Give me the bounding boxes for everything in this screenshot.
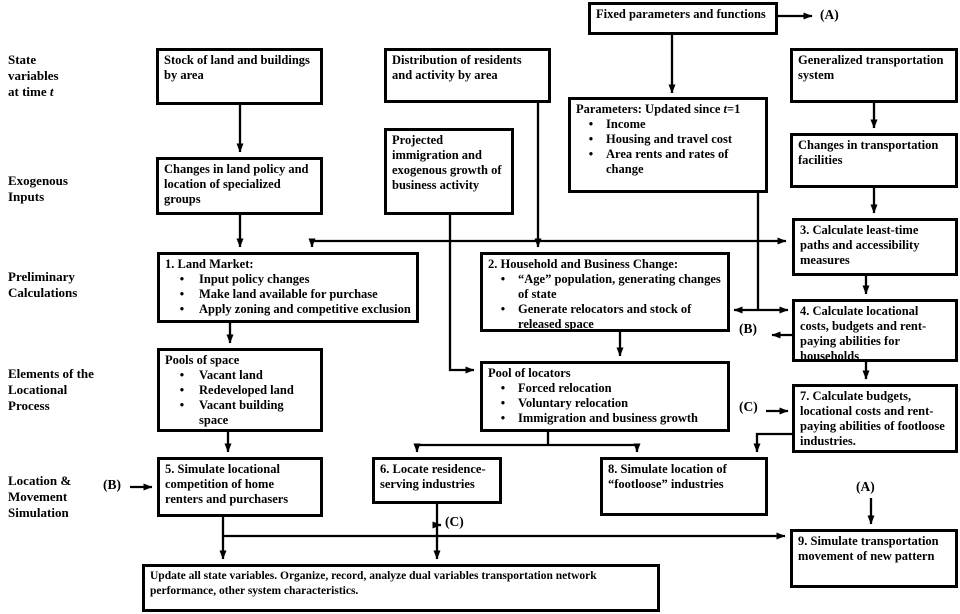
flow-box-4-locational-costs: 4. Calculate locational costs, budgets a… (792, 299, 958, 362)
bullet-item: •“Age” population, generating changes of… (488, 272, 722, 302)
bullet-dot: • (588, 132, 594, 146)
bullet-item: •Redeveloped land (165, 383, 315, 398)
flow-box-changes-land-policy: Changes in land policy and location of s… (156, 157, 323, 215)
bullet-dot: • (179, 287, 185, 301)
box-title: 6. Locate residence-serving industries (380, 462, 486, 491)
flow-box-pool-of-locators: Pool of locators •Forced relocation •Vol… (480, 361, 730, 432)
bullet-dot: • (179, 272, 185, 286)
flow-box-2-household-business-change: 2. Household and Business Change: •“Age”… (480, 252, 730, 332)
flow-box-8-footloose-location: 8. Simulate location of “footloose” indu… (600, 457, 768, 516)
flow-box-parameters-updated: Parameters: Updated since t=1 •Income •H… (568, 97, 768, 193)
box-title: Pool of locators (488, 366, 571, 380)
flow-box-fixed-parameters: Fixed parameters and functions (588, 2, 778, 35)
bullet-dot: • (179, 398, 185, 412)
flow-box-update-state-variables: Update all state variables. Organize, re… (142, 564, 660, 612)
flow-box-9-simulate-transportation: 9. Simulate transportation movement of n… (790, 529, 958, 588)
flow-box-generalized-transportation: Generalized transportation system (790, 48, 958, 103)
box-title: Stock of land and buildings by area (164, 53, 310, 82)
bullet-item: •Voluntary relocation (488, 396, 722, 411)
flow-box-distribution-residents: Distribution of residents and activity b… (384, 48, 551, 103)
bullet-dot: • (588, 117, 594, 131)
box-title: 8. Simulate location of “footloose” indu… (608, 462, 727, 491)
connector-label-a-top: (A) (820, 7, 839, 22)
row-label-elements-locational-process: Elements of the Locational Process (8, 366, 94, 413)
connector-label-b-left: (B) (103, 477, 121, 492)
box-title: Distribution of residents and activity b… (392, 53, 522, 82)
box-title: Changes in land policy and location of s… (164, 162, 309, 206)
box-title: 2. Household and Business Change: (488, 257, 678, 271)
bullet-item: •Make land available for purchase (165, 287, 411, 302)
box-title: Update all state variables. Organize, re… (150, 570, 597, 597)
bullet-item: •Immigration and business growth (488, 411, 722, 426)
box-title: 1. Land Market: (165, 257, 254, 271)
box-title: Fixed parameters and functions (596, 7, 766, 21)
flow-box-6-residence-serving: 6. Locate residence-serving industries (372, 457, 502, 504)
bullet-item: •Generate relocators and stock of releas… (488, 302, 722, 329)
flow-box-5-locational-competition: 5. Simulate locational competition of ho… (157, 457, 323, 517)
bullet-dot: • (500, 381, 506, 395)
connector-projimmigration-to-poollocators (448, 215, 475, 374)
flow-box-1-land-market: 1. Land Market: •Input policy changes •M… (157, 252, 419, 323)
bullet-dot: • (179, 368, 185, 382)
row-label-location-movement-simulation: Location & Movement Simulation (8, 473, 72, 520)
bullet-item: •Apply zoning and competitive exclusion (165, 302, 411, 317)
bullet-dot: • (500, 302, 506, 316)
box-title: Pools of space (165, 353, 240, 367)
flow-box-stock-of-land: Stock of land and buildings by area (156, 48, 323, 105)
bullet-dot: • (588, 147, 594, 161)
connector-label-b-right: (B) (739, 321, 757, 336)
box-title: 5. Simulate locational competition of ho… (165, 462, 289, 506)
box-title: 7. Calculate budgets, locational costs a… (800, 389, 945, 448)
bullet-item: •Income (576, 117, 760, 132)
bullet-dot: • (500, 411, 506, 425)
box-title: Generalized transportation system (798, 53, 944, 82)
bullet-dot: • (500, 272, 506, 286)
box-title: Parameters: Updated since t=1 (576, 102, 741, 116)
box-title: Changes in transportation facilities (798, 138, 939, 167)
flow-box-pools-of-space: Pools of space •Vacant land •Redeveloped… (157, 348, 323, 432)
box-title: Projected immigration and exogenous grow… (392, 133, 502, 192)
bullet-item: •Input policy changes (165, 272, 411, 287)
box-title: 4. Calculate locational costs, budgets a… (800, 304, 927, 362)
bullet-item: •Area rents and rates of change (576, 147, 760, 177)
bullet-item: •Vacant building space (165, 398, 315, 428)
connector-label-c-mid: (C) (445, 514, 464, 529)
bullet-dot: • (179, 302, 185, 316)
flow-box-projected-immigration: Projected immigration and exogenous grow… (384, 128, 514, 215)
bullet-item: •Housing and travel cost (576, 132, 760, 147)
bullet-dot: • (179, 383, 185, 397)
bullet-item: •Vacant land (165, 368, 315, 383)
box-title: 9. Simulate transportation movement of n… (798, 534, 939, 563)
row-label-state-variables: State variables at time t (8, 52, 59, 99)
flow-box-changes-transportation-facilities: Changes in transportation facilities (790, 133, 958, 188)
row-label-preliminary-calculations: Preliminary Calculations (8, 269, 78, 300)
bullet-dot: • (500, 396, 506, 410)
flow-box-7-footloose-budgets: 7. Calculate budgets, locational costs a… (792, 384, 958, 453)
connector-label-a-right: (A) (856, 479, 875, 494)
flow-box-3-least-time-paths: 3. Calculate least-time paths and access… (792, 218, 958, 276)
row-label-exogenous-inputs: Exogenous Inputs (8, 173, 68, 204)
connector-box7-to-box8 (753, 432, 792, 453)
box-title: 3. Calculate least-time paths and access… (800, 223, 920, 267)
connector-label-c-right: (C) (739, 399, 758, 414)
bullet-item: •Forced relocation (488, 381, 722, 396)
